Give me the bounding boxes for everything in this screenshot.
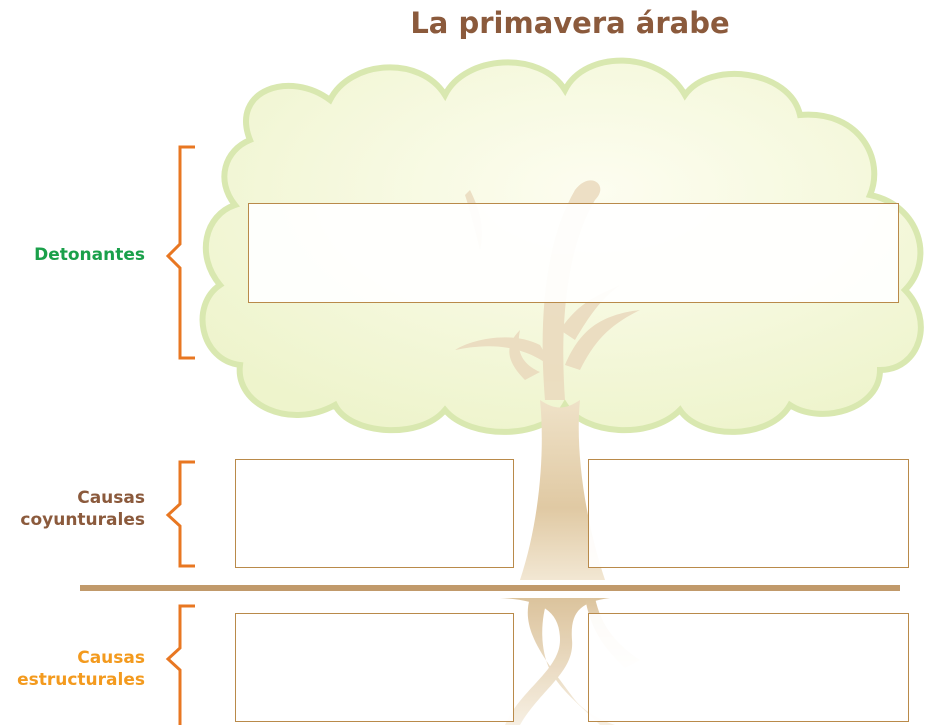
label-coyunturales-line2: coyunturales (20, 510, 145, 530)
label-causas-estructurales: Causas estructurales (0, 647, 145, 691)
trunk (520, 400, 605, 580)
label-estructurales-line2: estructurales (17, 670, 145, 690)
bracket-icon (165, 460, 195, 568)
label-coyunturales-line1: Causas (77, 488, 145, 508)
bracket-icon (165, 604, 195, 725)
detonantes-box[interactable] (248, 203, 899, 303)
bracket-icon (165, 145, 195, 360)
label-causas-coyunturales: Causas coyunturales (0, 487, 145, 531)
label-detonantes: Detonantes (0, 244, 145, 266)
coyunturales-box-right[interactable] (588, 459, 909, 568)
page-title: La primavera árabe (410, 6, 730, 40)
label-estructurales-line1: Causas (77, 648, 145, 668)
estructurales-box-right[interactable] (588, 613, 909, 722)
coyunturales-box-left[interactable] (235, 459, 514, 568)
estructurales-box-left[interactable] (235, 613, 514, 722)
label-detonantes-text: Detonantes (34, 245, 145, 265)
